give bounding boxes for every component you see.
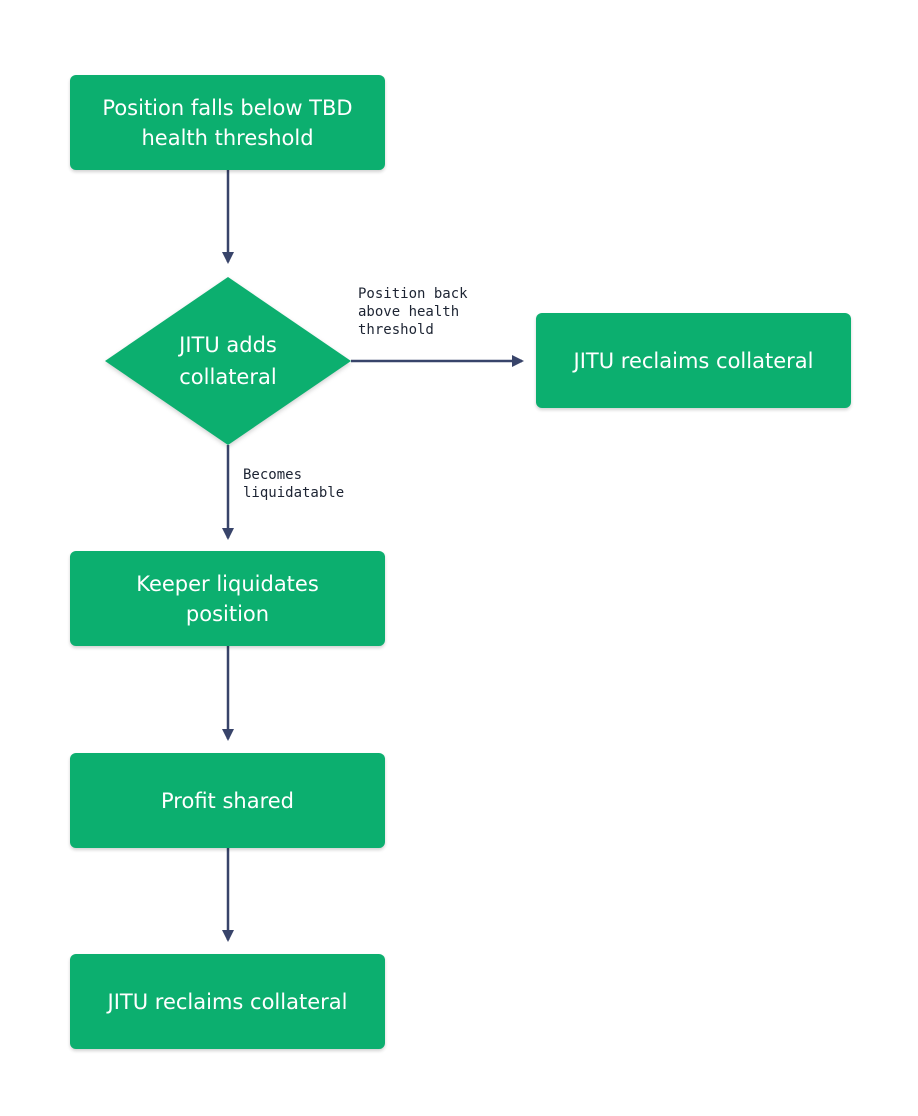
start-node-label: Position falls below TBD health threshol… <box>102 95 353 150</box>
profit-node-label: Profit shared <box>161 788 294 813</box>
decision-diamond <box>105 277 351 445</box>
reclaim-right-node: JITU reclaims collateral <box>536 313 851 408</box>
reclaim-bottom-node-label: JITU reclaims collateral <box>107 989 348 1014</box>
keeper-node-label: Keeper liquidates position <box>136 571 319 626</box>
profit-node: Profit shared <box>70 753 385 848</box>
decision-node-label: JITU adds collateral <box>179 333 277 389</box>
edge-label-liquidatable: Becomes liquidatable <box>243 467 345 501</box>
reclaim-bottom-node: JITU reclaims collateral <box>70 954 385 1049</box>
edge-label-back-above: Position back above health threshold <box>358 286 468 338</box>
decision-node-label-box: JITU adds collateral <box>128 321 328 401</box>
reclaim-right-node-label: JITU reclaims collateral <box>573 348 814 373</box>
keeper-node: Keeper liquidates position <box>70 551 385 646</box>
start-node: Position falls below TBD health threshol… <box>70 75 385 170</box>
